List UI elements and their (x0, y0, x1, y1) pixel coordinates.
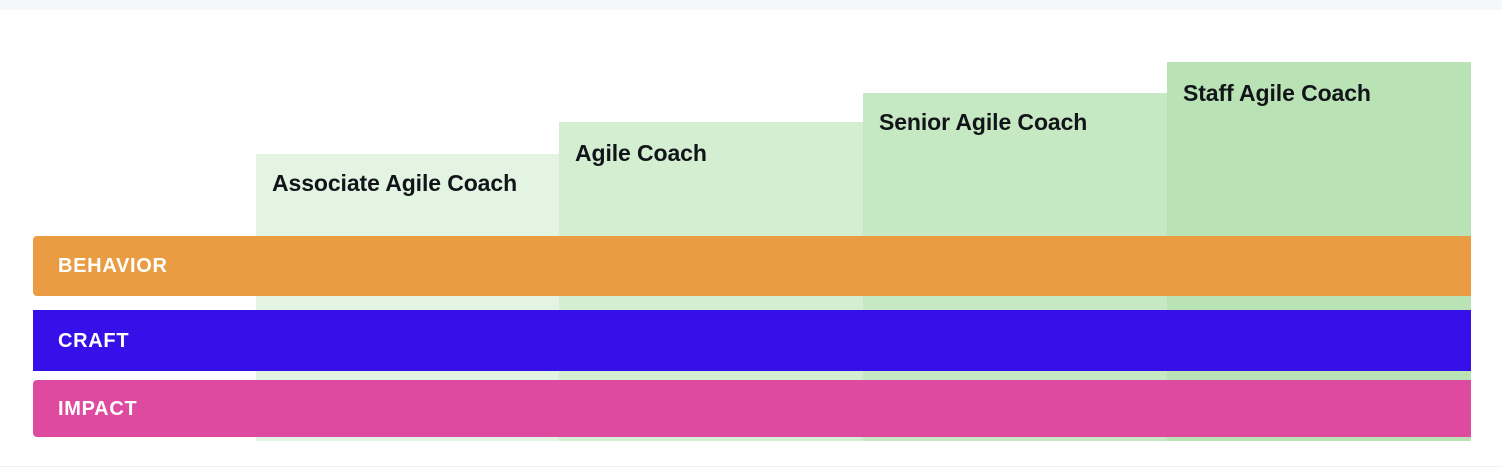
competency-bar-behavior-label: BEHAVIOR (58, 255, 168, 277)
career-step-1-label: Associate Agile Coach (272, 170, 518, 196)
page-top-strip (0, 0, 1502, 10)
career-step-2-label: Agile Coach (575, 140, 707, 166)
competency-bar-craft: CRAFT (33, 310, 1471, 371)
competency-bar-impact: IMPACT (33, 380, 1471, 437)
career-step-3-label: Senior Agile Coach (879, 109, 1088, 135)
competency-bar-impact-label: IMPACT (58, 397, 138, 420)
page-bottom-rule (0, 466, 1502, 467)
career-step-4-label: Staff Agile Coach (1183, 80, 1371, 106)
competency-bar-behavior: BEHAVIOR (33, 236, 1471, 296)
competency-bar-craft-label: CRAFT (58, 329, 130, 352)
